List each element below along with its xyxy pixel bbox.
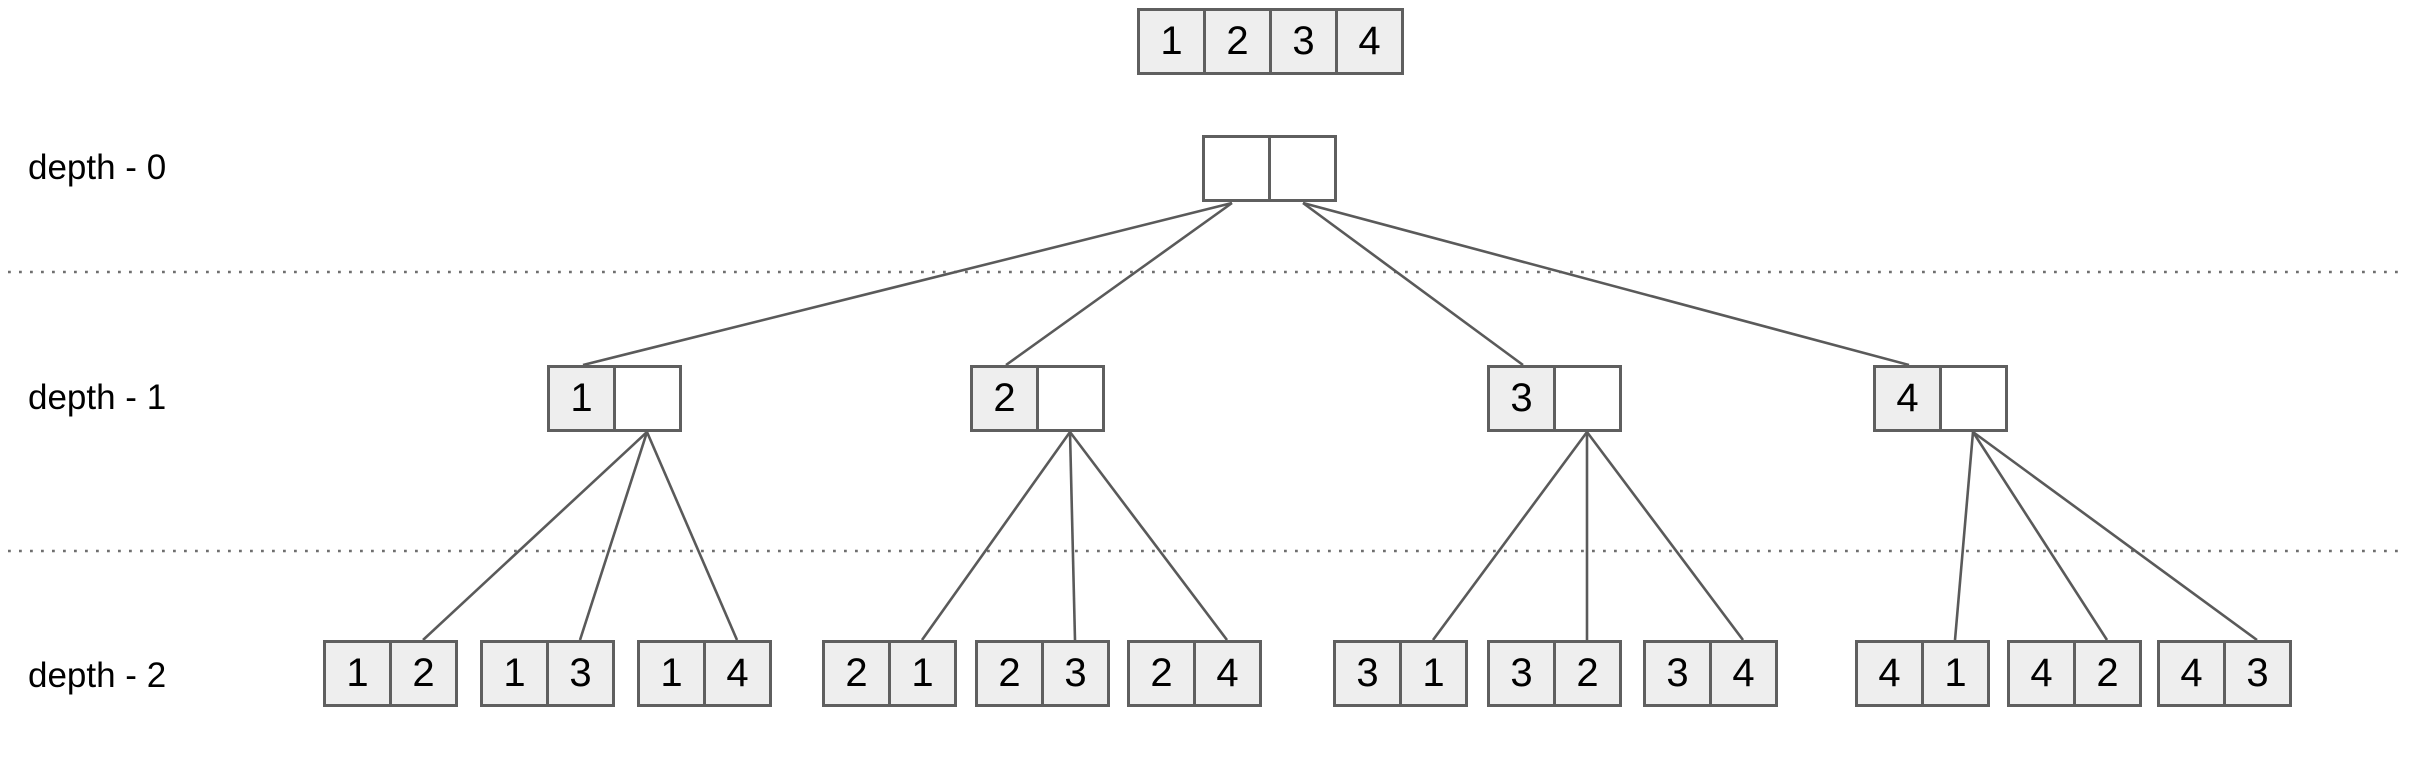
array-cell: 4 — [1876, 368, 1939, 429]
edge-2-to-2-3 — [1068, 431, 1077, 641]
array-cell: 1 — [640, 643, 703, 704]
array-cell-empty — [613, 368, 679, 429]
edge-2-to-2-1 — [920, 431, 1072, 641]
array-cell: 3 — [1336, 643, 1399, 704]
edge-3-to-3-1 — [1431, 431, 1589, 641]
array-cell: 2 — [389, 643, 455, 704]
array-cell: 1 — [550, 368, 613, 429]
array-cell: 3 — [1041, 643, 1107, 704]
edge-4-to-4-1 — [1953, 431, 1975, 641]
array-cell: 2 — [1203, 11, 1269, 72]
array-cell: 4 — [2160, 643, 2223, 704]
array-cell: 1 — [1399, 643, 1465, 704]
edge-root-to-1 — [582, 201, 1233, 367]
array-cell: 3 — [1269, 11, 1335, 72]
depth-0-label: depth - 0 — [28, 148, 167, 187]
edge-4-to-4-2 — [1971, 431, 2109, 641]
array-cell-empty — [1205, 138, 1268, 199]
array-cell: 3 — [1490, 368, 1553, 429]
array-cell: 2 — [973, 368, 1036, 429]
edge-root-to-2 — [1005, 201, 1233, 367]
depth1-node-1: 1 — [547, 365, 682, 432]
array-cell: 4 — [2010, 643, 2073, 704]
array-cell: 2 — [1553, 643, 1619, 704]
array-cell: 4 — [1193, 643, 1259, 704]
array-cell: 4 — [1709, 643, 1775, 704]
array-cell: 3 — [1490, 643, 1553, 704]
array-cell: 3 — [2223, 643, 2289, 704]
depth0-root-node — [1202, 135, 1337, 202]
array-cell: 1 — [1921, 643, 1987, 704]
edge-4-to-4-3 — [1972, 430, 2258, 642]
array-cell-empty — [1939, 368, 2005, 429]
array-cell: 4 — [1335, 11, 1401, 72]
edge-1-to-1-4 — [645, 431, 739, 641]
array-cell-empty — [1268, 138, 1334, 199]
array-cell: 1 — [1140, 11, 1203, 72]
array-cell-empty — [1036, 368, 1102, 429]
array-cell-empty — [1553, 368, 1619, 429]
array-cell: 4 — [703, 643, 769, 704]
depth1-node-3: 3 — [1487, 365, 1622, 432]
edge-1-to-1-3 — [578, 431, 649, 641]
edge-root-to-3 — [1302, 201, 1524, 367]
array-cell: 3 — [1646, 643, 1709, 704]
array-cell: 1 — [888, 643, 954, 704]
array-cell: 2 — [1130, 643, 1193, 704]
depth-2-label: depth - 2 — [28, 656, 167, 695]
depth-1-label: depth - 1 — [28, 378, 167, 417]
array-cell: 2 — [825, 643, 888, 704]
array-cell: 2 — [2073, 643, 2139, 704]
array-cell: 3 — [546, 643, 612, 704]
depth1-node-4: 4 — [1873, 365, 2008, 432]
array-cell: 2 — [978, 643, 1041, 704]
array-cell: 1 — [483, 643, 546, 704]
edge-1-to-1-2 — [422, 431, 648, 641]
depth1-node-2: 2 — [970, 365, 1105, 432]
array-cell: 4 — [1858, 643, 1921, 704]
edge-root-to-4 — [1302, 201, 1910, 367]
array-cell: 1 — [326, 643, 389, 704]
edge-2-to-2-4 — [1068, 431, 1229, 641]
edge-3-to-3-4 — [1585, 431, 1745, 641]
